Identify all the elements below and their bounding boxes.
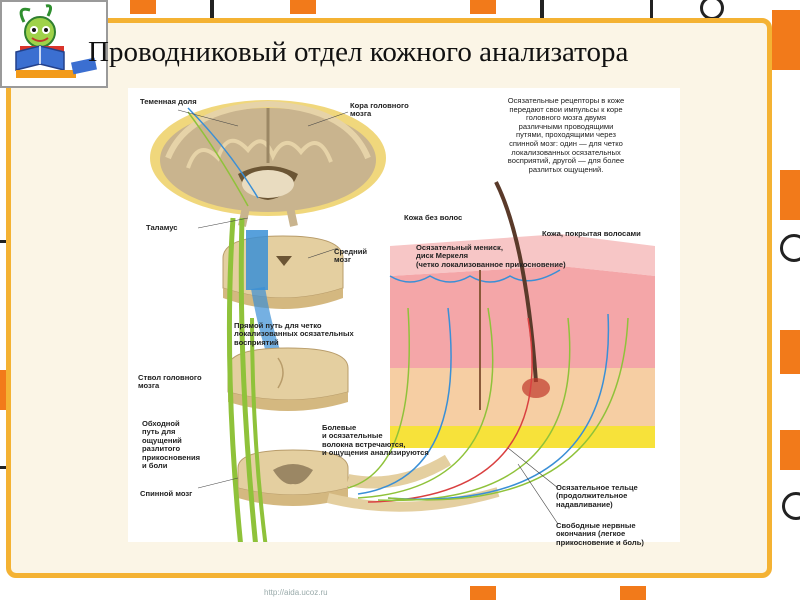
label-corpuscle: Осязательное тельце (продолжительное над… bbox=[556, 483, 638, 509]
label-thalamus: Таламус bbox=[146, 223, 178, 232]
label-direct-path: Прямой путь для четко локализованных ося… bbox=[234, 321, 354, 347]
deco-line-top bbox=[650, 0, 653, 18]
brain-section bbox=[150, 100, 386, 227]
label-meniscus: Осязательный мениск, диск Меркеля (четко… bbox=[416, 243, 566, 269]
label-hairless-skin: Кожа без волос bbox=[404, 213, 463, 222]
label-midbrain: Средний мозг bbox=[334, 247, 368, 265]
skin-block bbox=[389, 181, 655, 448]
deco-orange-rect-top bbox=[290, 0, 316, 14]
label-pain-fibers: Болевые и осязательные волокна встречают… bbox=[322, 423, 429, 458]
deco-orange-rect-bottom bbox=[470, 586, 496, 600]
logo bbox=[0, 0, 108, 88]
deco-orange-bar-right bbox=[780, 430, 800, 470]
label-spinal: Спинной мозг bbox=[140, 489, 193, 498]
deco-line-top bbox=[540, 0, 544, 18]
skin-analyzer-figure: Теменная доля Кора головного мозга Талам… bbox=[128, 88, 680, 547]
deco-orange-rect-bottom bbox=[620, 586, 646, 600]
label-hairy-skin: Кожа, покрытая волосами bbox=[542, 229, 641, 238]
deco-orange-bar-right bbox=[780, 330, 800, 374]
label-cortex: Кора головного мозга bbox=[350, 101, 409, 119]
slide-title: Проводниковый отдел кожного анализатора bbox=[88, 36, 629, 68]
pathway-illustration bbox=[150, 100, 655, 542]
label-free-endings: Свободные нервные окончания (легкое прик… bbox=[556, 521, 644, 547]
label-bypass: Обходной путь для ощущений разлитого при… bbox=[142, 419, 201, 471]
deco-orange-rect-top bbox=[470, 0, 496, 14]
deco-orange-bar-right bbox=[780, 170, 800, 220]
blue-tract bbox=[246, 230, 268, 290]
brainstem-section bbox=[227, 347, 349, 411]
receptors-note: Осязательные рецепторы в коже передают с… bbox=[507, 96, 625, 174]
deco-circle-right bbox=[782, 492, 800, 520]
deco-orange-bar-left bbox=[0, 370, 10, 410]
deco-orange-bar-right bbox=[772, 10, 800, 70]
deco-circle-right bbox=[780, 234, 800, 262]
watermark: http://aida.ucoz.ru bbox=[264, 588, 328, 597]
deco-orange-rect-top bbox=[130, 0, 156, 14]
deco-circle-top bbox=[700, 0, 724, 20]
label-parietal: Теменная доля bbox=[140, 97, 197, 106]
reading-child-icon bbox=[15, 4, 97, 78]
deco-line-top bbox=[210, 0, 214, 18]
label-brainstem: Ствол головного мозга bbox=[138, 373, 202, 391]
